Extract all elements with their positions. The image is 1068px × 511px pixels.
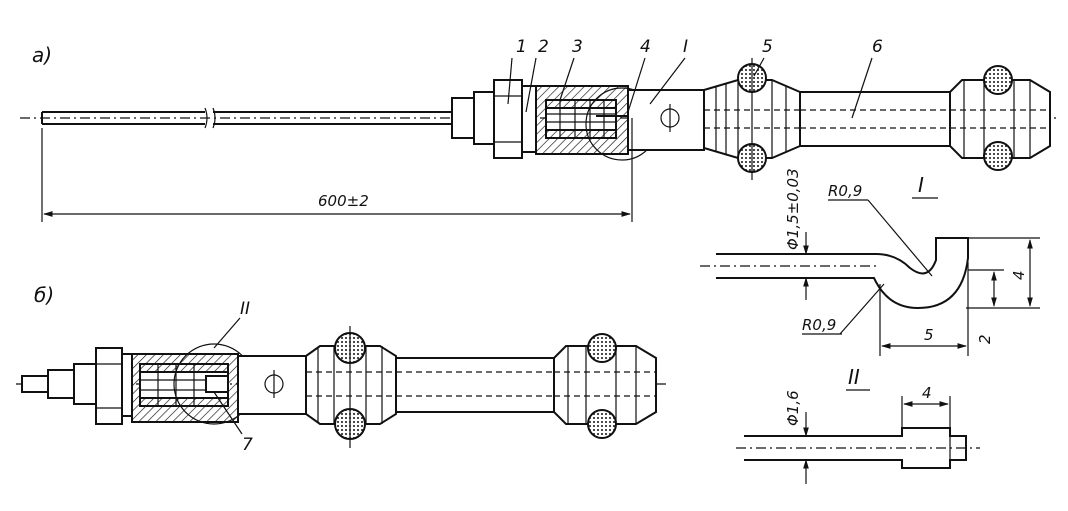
callout-5: 5 <box>762 37 773 57</box>
detail-I-diameter: Φ1,5±0,03 <box>784 168 802 250</box>
view-b-label: б) <box>34 283 54 307</box>
callout-4: 4 <box>640 37 651 57</box>
handle-right-bulb-a <box>949 65 1051 171</box>
detail-II-diameter: Φ1,6 <box>784 390 802 426</box>
callout-6: 6 <box>872 37 883 57</box>
callout-1: 1 <box>516 37 527 57</box>
shank-b <box>237 355 307 415</box>
length-dimension-value: 600±2 <box>318 192 369 210</box>
callouts-a: 1 2 3 4 I 5 6 <box>507 37 883 119</box>
housing-section-a <box>535 85 640 155</box>
callout-2: 2 <box>538 37 549 57</box>
detail-I-height-total: 4 <box>1010 270 1028 280</box>
handle-middle-b <box>395 357 555 413</box>
nut-assembly-b <box>21 347 133 425</box>
length-dimension: 600±2 <box>41 118 633 222</box>
detail-II-length: 4 <box>922 384 932 402</box>
callout-3: 3 <box>572 37 583 57</box>
callout-II: II <box>240 299 250 319</box>
shank-a <box>627 89 705 151</box>
handle-left-bulb-a <box>703 58 801 180</box>
detail-II-title: II <box>848 365 860 389</box>
callout-I: I <box>683 37 688 57</box>
callout-7: 7 <box>242 435 253 455</box>
view-b: б) <box>16 283 668 455</box>
nut-assembly-a <box>451 79 537 159</box>
detail-I-radius-bottom: R0,9 <box>802 316 836 334</box>
view-a: а) <box>20 37 1058 222</box>
handle-middle-a <box>799 91 951 147</box>
view-a-label: а) <box>32 43 52 67</box>
housing-section-b <box>131 353 239 423</box>
detail-I-title: I <box>918 173 924 197</box>
rod <box>41 107 452 129</box>
detail-II: II Φ1,6 4 <box>736 365 980 484</box>
detail-I-width: 5 <box>924 326 934 344</box>
detail-I: I R0,9 R0,9 Φ1,5±0,03 5 4 2 <box>700 168 1040 356</box>
detail-I-height-hook: 2 <box>976 334 994 344</box>
detail-I-radius-top: R0,9 <box>828 182 862 200</box>
handle-right-bulb-b <box>553 333 657 439</box>
handle-left-bulb-b <box>305 326 397 448</box>
